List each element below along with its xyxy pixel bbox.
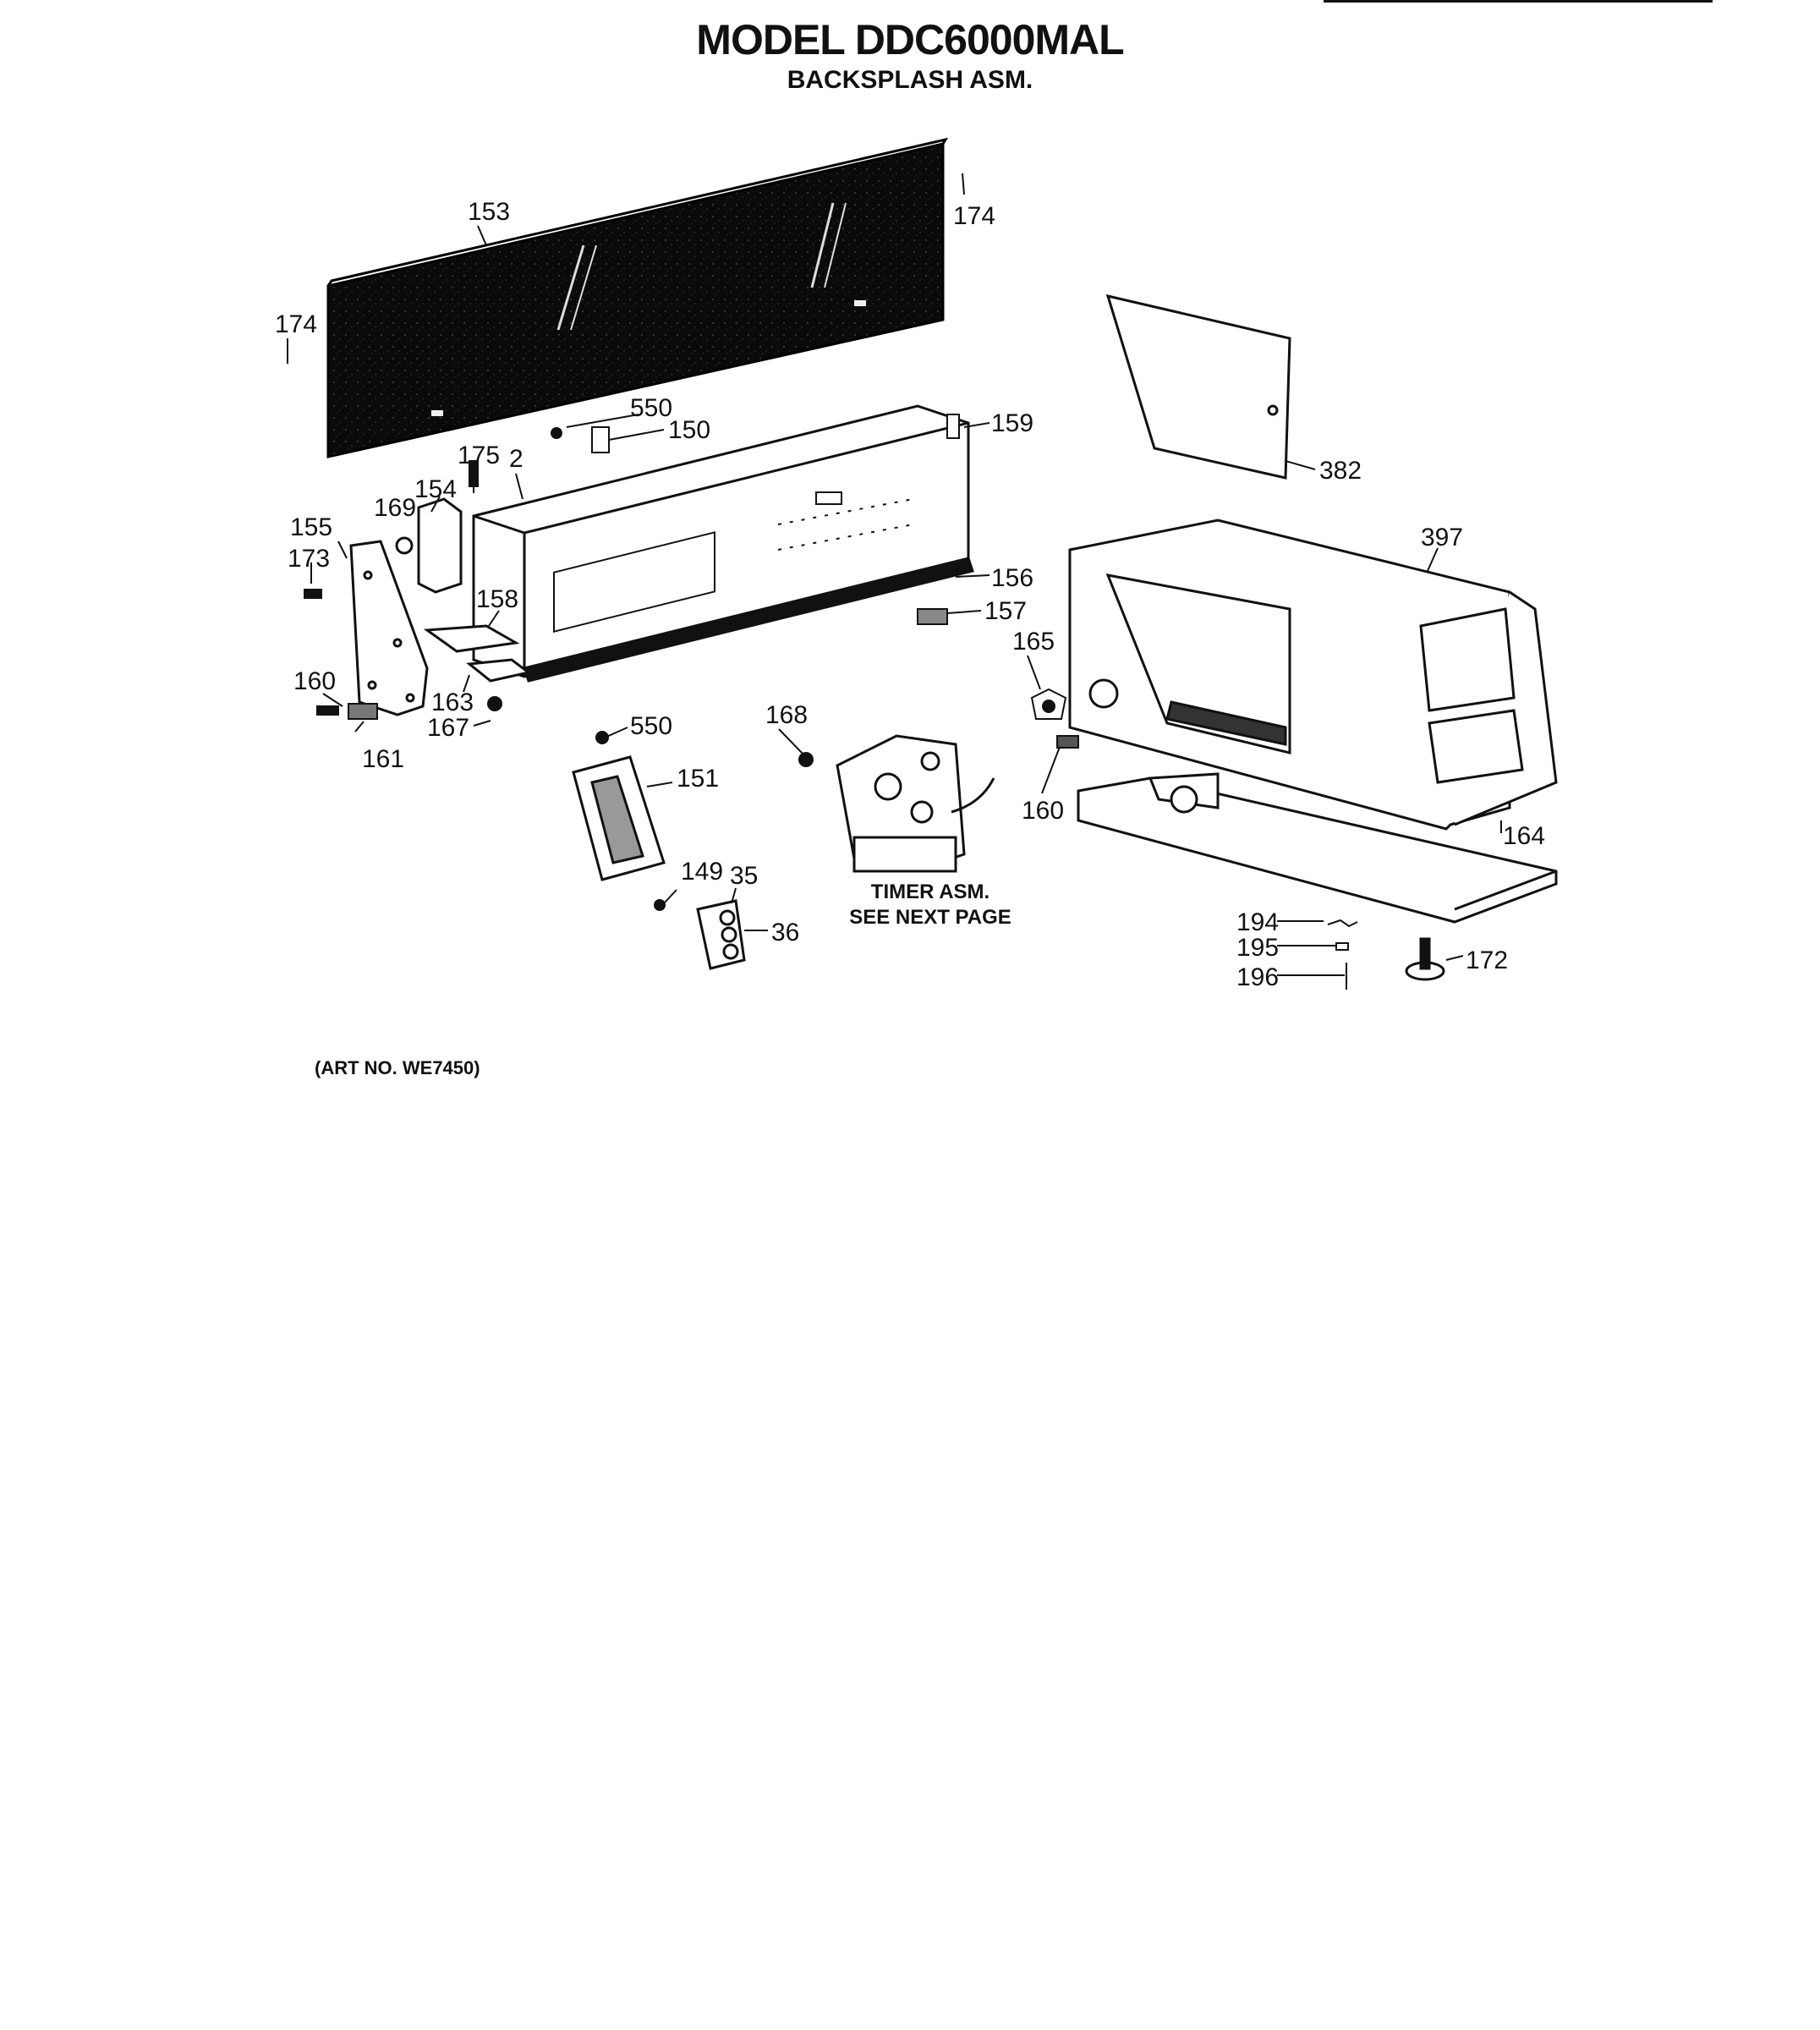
- model-title: MODEL DDC6000MAL: [696, 16, 1124, 63]
- cover-382: [1105, 294, 1291, 480]
- callout-159: 159: [991, 409, 1033, 437]
- callout-150: 150: [668, 416, 710, 444]
- callout-173: 173: [288, 545, 330, 573]
- callout-160-left: 160: [293, 667, 336, 695]
- callout-158: 158: [476, 585, 518, 613]
- callout-167: 167: [427, 714, 469, 742]
- timer-note-line-2: SEE NEXT PAGE: [849, 906, 1011, 929]
- callout-550-top: 550: [630, 394, 672, 422]
- callout-155: 155: [290, 513, 332, 541]
- callout-154: 154: [414, 475, 457, 503]
- callout-36: 36: [771, 919, 799, 946]
- base-plate-164: [1077, 772, 1558, 924]
- callout-165: 165: [1012, 628, 1055, 656]
- callout-172: 172: [1466, 946, 1508, 974]
- timer-assembly: [836, 734, 995, 873]
- control-panel-2: [472, 404, 974, 683]
- callout-35: 35: [730, 862, 758, 890]
- foot-172: [1405, 937, 1445, 981]
- callout-174-left: 174: [275, 310, 317, 338]
- end-cap-155: [349, 540, 429, 716]
- callout-164: 164: [1503, 822, 1545, 850]
- leader-lines: [287, 173, 1502, 976]
- callout-168: 168: [765, 701, 808, 729]
- timer-note-line-1: TIMER ASM.: [870, 881, 990, 903]
- plate-151: [572, 755, 666, 881]
- callout-149: 149: [681, 858, 723, 886]
- callout-163: 163: [431, 689, 474, 716]
- callout-161: 161: [362, 745, 404, 773]
- callout-174-top: 174: [953, 202, 995, 230]
- callout-550-mid: 550: [630, 712, 672, 740]
- glass-panel-153: [326, 137, 949, 458]
- switch-36: [696, 899, 746, 970]
- callout-156: 156: [991, 564, 1033, 592]
- housing-397: [1068, 518, 1558, 831]
- callout-382: 382: [1319, 457, 1362, 485]
- callout-195: 195: [1236, 934, 1279, 962]
- top-rule: [1324, 0, 1713, 3]
- callout-160-right: 160: [1022, 797, 1064, 825]
- art-number: (ART NO. WE7450): [315, 1057, 480, 1078]
- callout-397: 397: [1421, 524, 1463, 551]
- callout-labels: 153 174 174 550 150 159 382 175 2 154 16…: [275, 198, 1545, 991]
- callout-169: 169: [374, 494, 416, 522]
- callout-196: 196: [1236, 963, 1279, 991]
- callout-2: 2: [509, 445, 524, 473]
- bracket-158: [423, 624, 532, 683]
- callout-151: 151: [677, 765, 719, 793]
- assembly-subtitle: BACKSPLASH ASM.: [787, 66, 1033, 94]
- callout-194: 194: [1236, 908, 1279, 936]
- timer-note: TIMER ASM. SEE NEXT PAGE: [820, 880, 1040, 930]
- callout-157: 157: [984, 597, 1027, 625]
- bracket-154: [395, 497, 463, 594]
- clip-hardware-194-196: [1327, 919, 1358, 990]
- callout-175: 175: [458, 442, 500, 469]
- callout-153: 153: [468, 198, 510, 226]
